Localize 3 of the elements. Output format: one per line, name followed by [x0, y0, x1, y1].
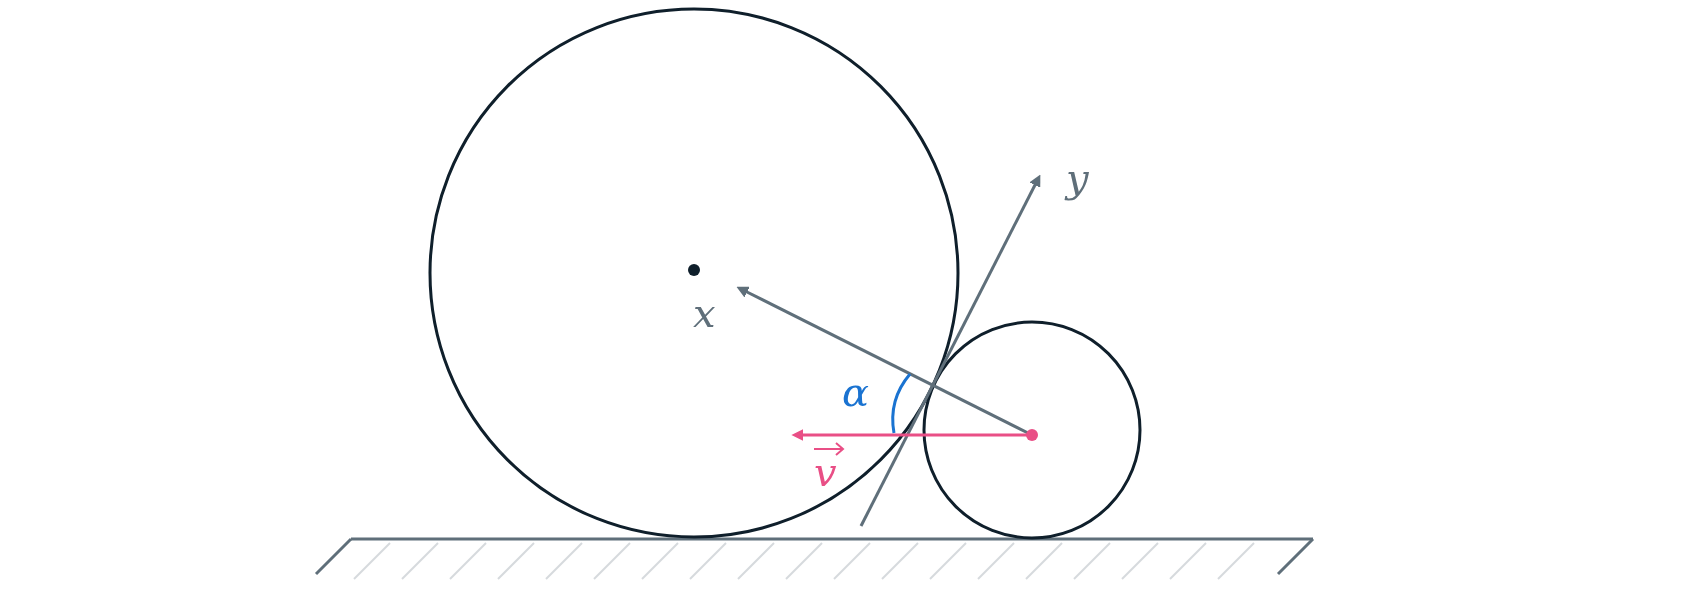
angle-label: α — [842, 372, 869, 412]
vector-label: v — [814, 452, 837, 492]
axis-label: x — [693, 293, 716, 333]
